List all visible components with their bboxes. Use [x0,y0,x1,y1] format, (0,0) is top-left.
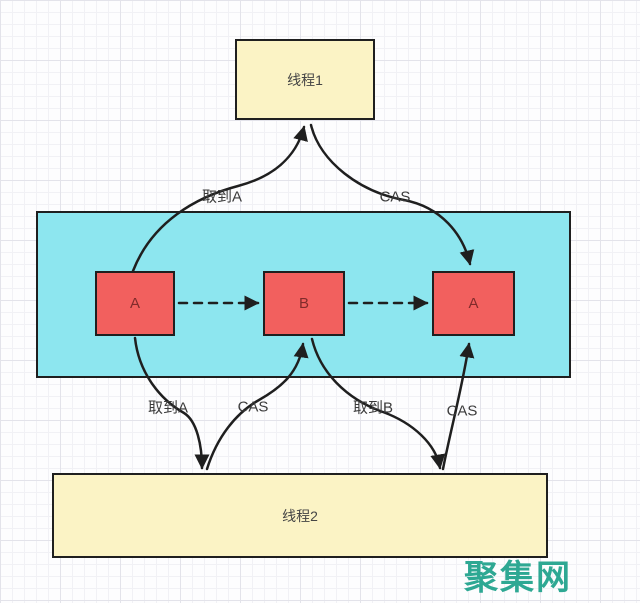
edge-label-get-a-top: 取到A [201,188,243,206]
edge-label-cas-bottom-left: CAS [237,398,269,416]
watermark-text: 聚集网 [464,559,572,597]
node-a-first-label: A [129,295,140,312]
node-a-second-label: A [468,295,479,312]
thread1-label: 线程1 [287,71,323,88]
node-a-first: A [95,271,175,336]
thread2-label: 线程2 [282,507,318,524]
node-b: B [263,271,345,336]
thread2-box: 线程2 [52,473,548,558]
node-b-label: B [298,295,309,312]
edge-label-cas-bottom-right: CAS [446,402,478,420]
edge-label-get-a-bottom: 取到A [147,399,189,417]
edge-label-cas-top: CAS [379,188,411,206]
node-a-second: A [432,271,515,336]
edge-label-get-b-bottom: 取到B [352,399,394,417]
thread1-box: 线程1 [235,39,375,120]
